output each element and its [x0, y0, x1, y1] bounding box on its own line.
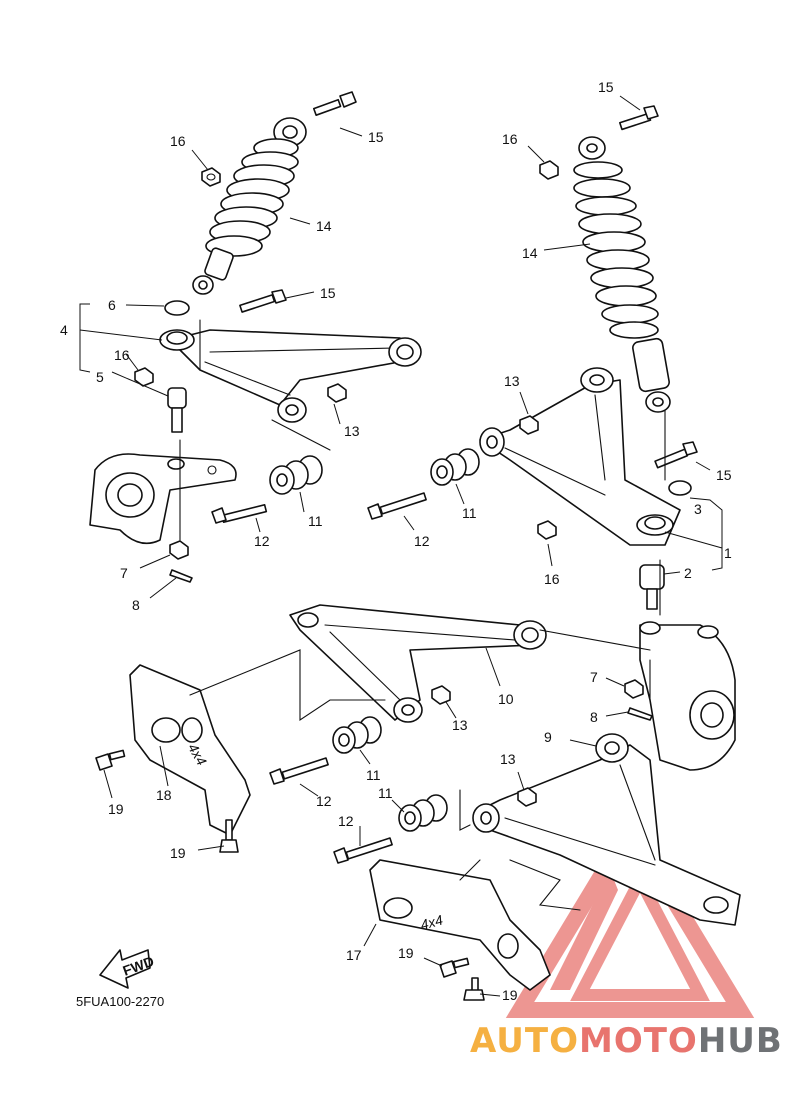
- nut-7-left: [169, 540, 189, 560]
- callout-15-b: 15: [320, 285, 336, 301]
- bolt-12-upper-left: [211, 503, 268, 524]
- callout-19-d: 19: [502, 987, 518, 1003]
- callout-11-b: 11: [462, 505, 477, 521]
- lower-arm-left: [289, 604, 547, 723]
- callout-11-d: 11: [378, 785, 393, 801]
- callout-11-a: 11: [308, 513, 323, 529]
- bush-11-lower-right: [398, 794, 448, 832]
- callout-9: 9: [544, 729, 552, 745]
- callout-18: 18: [156, 787, 172, 803]
- watermark-logo: [505, 812, 755, 1018]
- guard-18: 4x4: [129, 664, 251, 836]
- bolt-19-right-a: [439, 957, 470, 978]
- bolt-12-lower-left: [269, 757, 329, 785]
- callout-10: 10: [498, 691, 514, 707]
- callout-13-b: 13: [504, 373, 520, 389]
- callout-6: 6: [108, 297, 116, 313]
- callout-4: 4: [60, 322, 68, 338]
- callout-13-d: 13: [500, 751, 516, 767]
- callout-12-d: 12: [338, 813, 354, 829]
- callout-16-c: 16: [502, 131, 518, 147]
- watermark-text: AUTOMOTOHUB: [470, 1021, 783, 1061]
- callout-12-b: 12: [414, 533, 430, 549]
- watermark-triangle-outer: [505, 812, 755, 1018]
- spring-coils-right: [573, 161, 659, 339]
- callout-13-a: 13: [344, 423, 360, 439]
- cotter-pin-8-right: [627, 707, 653, 721]
- bolt-19-left-b: [219, 819, 239, 853]
- callout-7-b: 7: [590, 669, 598, 685]
- bolt-12-lower-right: [333, 837, 393, 864]
- diagram-code: 5FUA100-2270: [76, 994, 164, 1009]
- bush-11-upper-left: [269, 455, 323, 495]
- callout-19-b: 19: [170, 845, 186, 861]
- bolt-19-left-a: [95, 749, 126, 771]
- callout-3: 3: [694, 501, 702, 517]
- callout-16-b: 16: [114, 347, 130, 363]
- callout-8-b: 8: [590, 709, 598, 725]
- shock-absorber-left: [192, 91, 357, 295]
- callout-13-c: 13: [452, 717, 468, 733]
- shock-absorber-right: [539, 105, 671, 413]
- callout-11-c: 11: [366, 767, 381, 783]
- bush-11-upper-right: [430, 448, 480, 486]
- watermark-text-c: HUB: [698, 1021, 783, 1061]
- callout-2: 2: [684, 565, 692, 581]
- watermark-text-a: AUTO: [470, 1021, 579, 1061]
- bush-11-lower-left: [332, 716, 382, 754]
- callout-14-a: 14: [316, 218, 332, 234]
- callout-19-a: 19: [108, 801, 124, 817]
- upper-arm-left: [134, 289, 422, 433]
- callout-12-a: 12: [254, 533, 270, 549]
- fwd-label: FWD: [121, 953, 156, 979]
- bolt-12-upper-right: [367, 492, 427, 520]
- callout-14-b: 14: [522, 245, 538, 261]
- callout-15-c: 15: [598, 79, 614, 95]
- bolt-15-upper-left: [312, 91, 357, 117]
- guard-17-decal: 4x4: [419, 912, 445, 933]
- callout-15-d: 15: [716, 467, 732, 483]
- nut-7-right: [624, 679, 644, 699]
- callout-15-a: 15: [368, 129, 384, 145]
- guard-17: 4x4: [369, 859, 551, 991]
- steering-knuckle-left: [89, 453, 237, 545]
- watermark-triangle-inner: [570, 867, 710, 1001]
- callout-1: 1: [724, 545, 732, 561]
- callout-16-d: 16: [544, 571, 560, 587]
- alignment-lines: [179, 319, 666, 911]
- steering-knuckle-right: [639, 621, 736, 771]
- callout-16-a: 16: [170, 133, 186, 149]
- callout-19-c: 19: [398, 945, 414, 961]
- watermark-text-b: MOTO: [579, 1021, 698, 1061]
- callout-7-a: 7: [120, 565, 128, 581]
- lower-arm-right: [472, 733, 741, 926]
- leader-lines: [79, 95, 723, 997]
- callout-12-c: 12: [316, 793, 332, 809]
- nut-16-upper-left: [201, 167, 221, 187]
- cotter-pin-8-left: [169, 569, 193, 583]
- callout-8-a: 8: [132, 597, 140, 613]
- callout-5: 5: [96, 369, 104, 385]
- upper-arm-right: [479, 367, 698, 610]
- callout-17: 17: [346, 947, 362, 963]
- fwd-arrow: FWD: [99, 949, 156, 989]
- bolt-19-right-b: [463, 977, 485, 1001]
- spring-coils-left: [205, 138, 299, 257]
- callout-labels: 15 16 14 15 6 4 16 5 13 11 12 7 8 15 16 …: [60, 79, 732, 1003]
